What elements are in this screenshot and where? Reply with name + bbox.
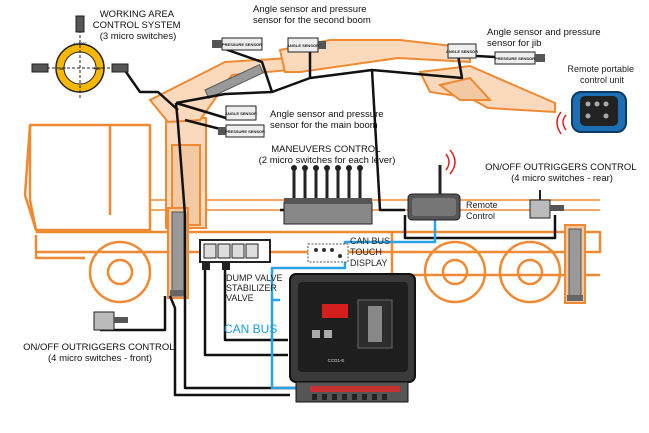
pressure-tag-2: PRESSURE SENSOR [495,56,535,61]
control-unit: CCD1-E [289,273,416,403]
label-remote-unit: Remote portable control unit [567,64,636,85]
label-can-bus-display-line2: TOUCH [350,247,382,257]
portable-remote [556,91,627,135]
label-outriggers-rear: ON/OFF OUTRIGGERS CONTROL (4 micro switc… [485,162,639,184]
label-working-area-line2: CONTROL SYSTEM [93,20,181,31]
label-working-area-line1: WORKING AREA [100,9,175,20]
label-remote-control: Remote Control [466,200,500,221]
label-second-boom-line1: Angle sensor and pressure [253,4,367,15]
sensor-second-boom-pressure: PRESSURE SENSOR [212,37,263,51]
label-can-bus-display: CAN BUS TOUCH DISPLAY [350,236,393,268]
valve-block [199,239,271,270]
front-outrigger-switch [93,311,128,331]
sensor-main-boom-pressure: PRESSURE SENSOR [218,124,265,138]
working-area-control: +/-180° -90° +90° [31,15,129,100]
angle-tag-1: ANGLE SENSOR [287,43,319,48]
dial-mark-right: +90° [94,66,103,71]
label-outriggers-front: ON/OFF OUTRIGGERS CONTROL (4 micro switc… [23,342,177,364]
label-main-boom-line2: sensor for the main boom [270,120,378,131]
controller-model: CCD1-E [328,358,345,363]
angle-tag-2: ANGLE SENSOR [446,49,478,54]
label-second-boom-line2: sensor for the second boom [253,15,371,26]
label-outriggers-front-line2: (4 micro switches - front) [48,353,152,364]
label-jib-sensor: Angle sensor and pressure sensor for jib [487,27,603,49]
label-maneuvers: MANEUVERS CONTROL (2 micro switches for … [259,144,396,166]
label-valves-line2: STABILIZER [226,283,277,293]
label-second-boom-sensor: Angle sensor and pressure sensor for the… [253,4,371,26]
label-can-bus-display-line3: DISPLAY [350,258,387,268]
can-bus-display-device [307,243,349,263]
label-valves-line1: DUMP VALVE [226,273,283,283]
sensor-second-boom-angle: ANGLE SENSOR [287,37,326,53]
label-main-boom-line1: Angle sensor and pressure [270,109,384,120]
label-main-boom-sensor: Angle sensor and pressure sensor for the… [270,109,386,131]
label-working-area-line3: (3 micro switches) [100,31,177,42]
truck-body [23,117,602,304]
label-remote-unit-line1: Remote portable [567,64,634,74]
label-maneuvers-line2: (2 micro switches for each lever) [259,155,396,166]
maneuver-levers [283,165,373,225]
pressure-tag-1: PRESSURE SENSOR [222,42,262,47]
label-outriggers-rear-line2: (4 micro switches - rear) [511,173,613,184]
label-outriggers-front-line1: ON/OFF OUTRIGGERS CONTROL [23,342,174,353]
label-jib-line1: Angle sensor and pressure [487,27,601,38]
control-wiring [100,46,557,397]
label-remote-control-line2: Control [466,211,495,221]
sensor-jib-pressure: PRESSURE SENSOR [494,51,545,65]
label-can-bus-display-line1: CAN BUS [350,236,390,246]
label-remote-unit-line2: control unit [580,75,625,85]
dial-mark-left: -90° [58,66,66,71]
remote-receiver [407,149,461,221]
label-valves-line3: VALVE [226,293,254,303]
label-outriggers-rear-line1: ON/OFF OUTRIGGERS CONTROL [485,162,636,173]
sensor-jib-angle: ANGLE SENSOR [446,43,478,59]
label-valves: DUMP VALVE STABILIZER VALVE [226,273,285,303]
label-working-area: WORKING AREA CONTROL SYSTEM (3 micro swi… [93,9,183,42]
dial-mark-top: +/-180° [73,41,86,46]
pressure-tag-3: PRESSURE SENSOR [225,129,265,134]
sensor-main-boom-angle: ANGLE SENSOR [225,105,257,121]
label-maneuvers-line1: MANEUVERS CONTROL [271,144,380,155]
label-can-bus: CAN BUS [224,322,277,336]
angle-tag-3: ANGLE SENSOR [225,111,257,116]
label-jib-line2: sensor for jib [487,38,541,49]
rear-outrigger-switch [529,190,564,219]
label-remote-control-line1: Remote [466,200,498,210]
